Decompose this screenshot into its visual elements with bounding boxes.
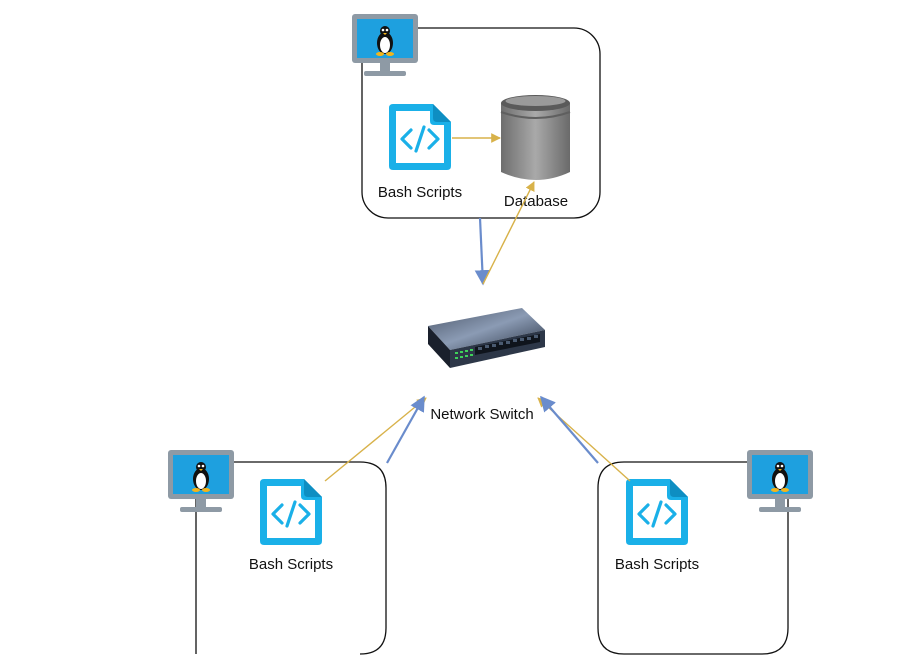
script-file-icon — [626, 479, 688, 545]
client-left-script-label: Bash Scripts — [249, 556, 333, 573]
linux-monitor-icon — [352, 14, 418, 76]
right-client-to-switch-arrow — [539, 395, 599, 464]
database-label: Database — [504, 193, 568, 210]
network-switch-label: Network Switch — [430, 406, 533, 423]
script-file-icon — [260, 479, 322, 545]
server-to-switch-arrow — [474, 217, 491, 286]
server-script-label: Bash Scripts — [378, 184, 462, 201]
network-switch-icon — [428, 308, 545, 368]
database-icon — [500, 95, 571, 180]
switch-to-database-arrow — [482, 181, 535, 285]
client-right-node: Bash Scripts — [597, 450, 813, 655]
linux-monitor-icon — [747, 450, 813, 512]
client-right-box — [597, 461, 789, 655]
left-script-to-switch-arrow — [324, 397, 427, 482]
script-file-icon — [389, 104, 451, 170]
client-left-node: Bash Scripts — [168, 450, 387, 655]
linux-monitor-icon — [168, 450, 234, 512]
client-right-script-label: Bash Scripts — [615, 556, 699, 573]
server-node: Bash Scripts Database — [352, 14, 601, 219]
left-client-to-switch-arrow — [386, 395, 425, 464]
